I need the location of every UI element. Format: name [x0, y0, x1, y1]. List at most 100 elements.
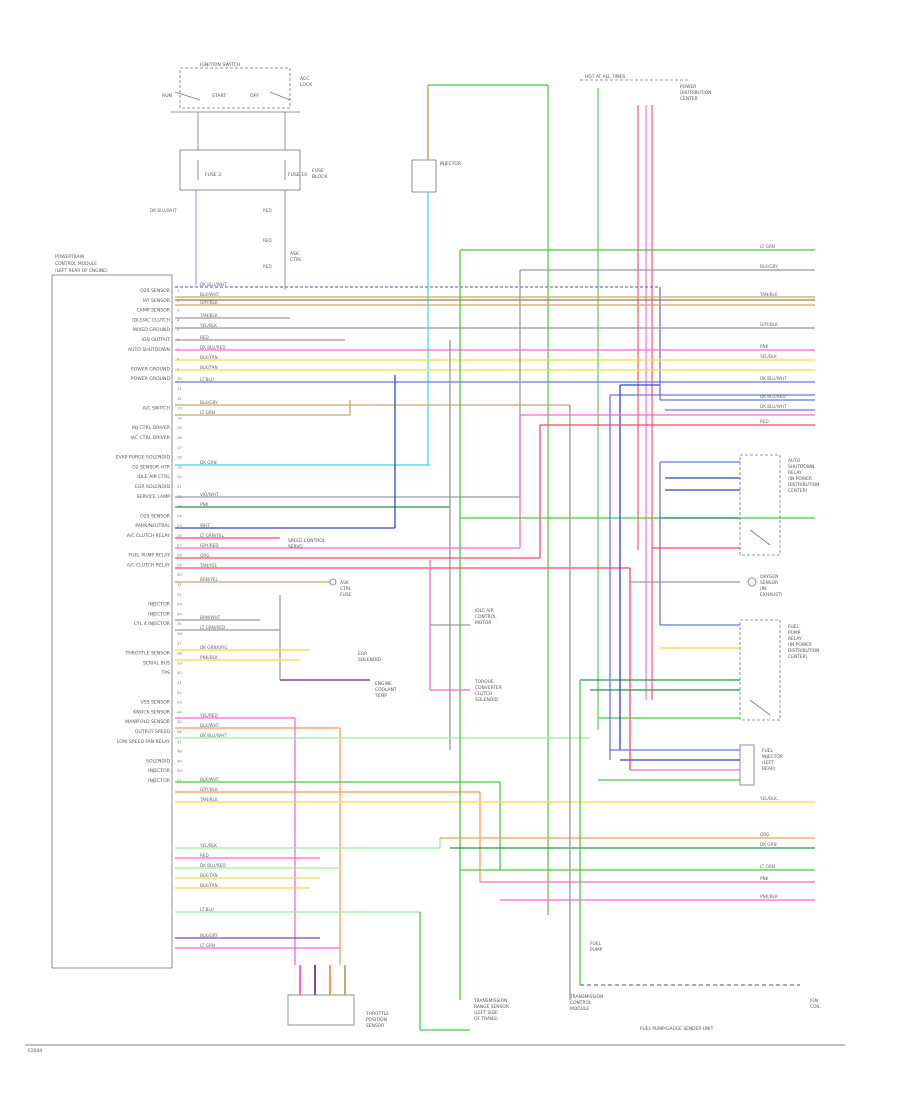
pcm-pin-number: 36	[177, 631, 182, 636]
pcm-pin-number: 5	[177, 327, 180, 332]
pcm-pin-number: 15	[177, 425, 182, 430]
trs-1: TRANSMISSION	[473, 998, 507, 1004]
tps-2: POSITION	[366, 1017, 387, 1023]
trs-2: RANGE SENSOR	[474, 1004, 509, 1010]
tcm-3: MODULE	[570, 1006, 589, 1012]
pcm-pin-number: 13	[177, 406, 182, 411]
ign-coil-1: IGN	[810, 998, 818, 1004]
fp-1: FUEL	[590, 941, 602, 947]
wire-label: YEL/BLK	[199, 323, 217, 328]
wire-label: BLK/TAN	[200, 365, 218, 370]
pcm-pin-label: MANIFOLD SENSOR	[125, 719, 170, 725]
pcm-pin-number: 43	[177, 700, 182, 705]
tps-1: THROTTLE	[365, 1011, 389, 1017]
pcm-pin-label: IGN OUTPUT	[141, 337, 170, 343]
ign-off-label: OFF	[250, 93, 259, 99]
pcm-pin-number: 30	[177, 572, 182, 577]
fpr-right-4: (IN POWER	[788, 642, 812, 648]
wire-label: GRY/BLK	[760, 322, 778, 327]
o2-right-1: OXYGEN	[760, 574, 778, 580]
pcm-block	[51, 274, 173, 969]
pcm-pin-label: INJECTOR	[148, 768, 171, 774]
ect-1: ENGINE	[375, 681, 392, 687]
pcm-pin-number: 21	[177, 484, 182, 489]
wire-label: BRN/WHT	[200, 615, 221, 620]
pcm-pin-label: TPS	[161, 670, 171, 676]
asd-right-4: (IN POWER	[788, 476, 812, 482]
pcm-pin-number: 11	[177, 386, 182, 391]
wire-label: BRN/YEL	[200, 577, 219, 582]
iac-3: MOTOR	[475, 620, 491, 626]
ask-mid-2: CTRL	[340, 586, 352, 592]
pcm-pin-number: 16	[177, 435, 182, 440]
wire-label: YEL/RED	[199, 713, 218, 718]
pdc-label-1: POWER	[680, 84, 696, 90]
pcm-pin-label: INJECTOR	[148, 778, 171, 784]
wire-label: DK BLU/RED	[200, 345, 226, 350]
tps-3: SENSOR	[366, 1023, 384, 1029]
pcm-pin-number: 29	[177, 562, 182, 567]
asd-right-6: CENTER)	[788, 488, 808, 494]
inj-right-1: FUEL	[762, 748, 774, 754]
wire-label: RED	[200, 335, 209, 340]
pcm-pin-label: INJ CTRL DRIVER	[132, 425, 171, 431]
wire-label: BLK/TAN	[200, 883, 218, 888]
pcm-pin-label: POWER GROUND	[131, 366, 171, 372]
pcm-pin-label: POWER GROUND	[131, 376, 171, 382]
wire-label: TAN/BLK	[199, 797, 218, 802]
egr-1: EGR	[358, 651, 367, 657]
pcm-pin-number: 41	[177, 680, 182, 685]
wire-label: DK BLU/RED	[200, 863, 226, 868]
pcm-pin-number: 9	[177, 366, 180, 371]
pcm-pin-label: EVAP PURGE SOLENOID	[116, 455, 171, 461]
pdc-label-2: DISTRIBUTION	[680, 90, 711, 96]
wire-label: LT GRN/YEL	[200, 533, 225, 538]
fuse-2-label: FUSE 2	[205, 172, 221, 178]
wire-label: ORG	[760, 832, 769, 837]
speed-control-1: SPEED CONTROL	[288, 538, 326, 544]
wire-label: YEL/BLK	[759, 354, 777, 359]
pcm-pin-number: 31	[177, 582, 182, 587]
tcm-2: CONTROL	[570, 1000, 592, 1006]
wire-label: TAN/YEL	[199, 563, 218, 568]
ect-2: COOLANT	[375, 687, 397, 693]
inj-right-4: REAR)	[762, 766, 776, 772]
pcm-pin-label: A/C CLUTCH RELAY	[127, 562, 170, 568]
pcm-pin-number: 1	[177, 288, 180, 293]
trs-4: OF TRANS)	[474, 1016, 498, 1022]
pcm-pin-number: 46	[177, 729, 182, 734]
fpr-right-3: RELAY	[788, 636, 802, 642]
pcm-pin-number: 20	[177, 474, 182, 479]
pcm-pin-label: THROTTLE SENSOR	[125, 651, 171, 657]
oxygen-sensor-right	[747, 577, 757, 587]
pcm-pin-label: VSS SENSOR	[141, 700, 171, 706]
pdc-label-3: CENTER	[680, 96, 698, 102]
injector-label: INJECTOR	[440, 161, 461, 167]
speed-control-2: SERVO	[288, 544, 303, 550]
pcm-pin-number: 39	[177, 660, 182, 665]
fuel-pump-relay-right	[739, 619, 781, 721]
pcm-pin-label: A/C CLUTCH RELAY	[127, 533, 170, 539]
asd-right-1: AUTO	[788, 458, 801, 464]
pcm-pin-number: 26	[177, 533, 182, 538]
pcm-pin-label: INJECTOR	[148, 611, 171, 617]
wire-label: PNK	[760, 344, 769, 349]
wire-label: BLK/WHT	[200, 292, 220, 297]
pcm-pin-number: 32	[177, 592, 182, 597]
ect-3: TEMP	[374, 693, 387, 699]
fp-2: PUMP	[590, 947, 603, 953]
pdc-top	[580, 79, 690, 730]
asd-right-2: SHUTDOWN	[788, 464, 814, 470]
wire-label: BLK/GRY	[760, 264, 778, 269]
ask-label-1: ASK	[290, 251, 300, 257]
diagram-code: F2644	[28, 1048, 42, 1054]
o2-right-3: (IN	[760, 586, 766, 592]
wire-label: PNK/BLK	[760, 894, 778, 899]
pcm-pin-number: 4	[177, 317, 180, 322]
pcm-pin-number: 24	[177, 513, 182, 518]
wire-label: TAN/BLK	[759, 292, 778, 297]
o2-right-2: SENSOR	[760, 580, 778, 586]
pcm-pin-label: KNOCK SENSOR	[133, 709, 171, 715]
pcm-pin-label: PARK/NEUTRAL	[135, 523, 170, 529]
